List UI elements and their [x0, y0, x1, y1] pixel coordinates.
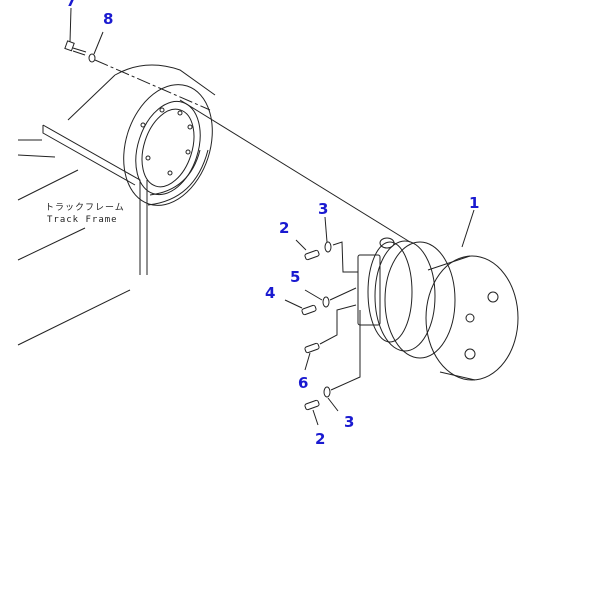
callout-7[interactable]: 7: [66, 0, 76, 10]
travel-motor-part-1: [357, 209, 519, 381]
plug-part-4: [284, 299, 317, 316]
bolt-part-7: [64, 7, 87, 56]
track-frame-label-en: Track Frame: [47, 215, 118, 225]
o-ring-part-5: [304, 287, 357, 308]
plug-part-2-upper: [295, 239, 320, 261]
washer-part-8: [88, 31, 104, 63]
callout-3-upper[interactable]: 3: [318, 200, 328, 218]
track-frame-label-jp: トラックフレーム: [45, 202, 125, 213]
callout-1[interactable]: 1: [469, 194, 479, 212]
plug-part-2-lower: [304, 399, 320, 426]
o-ring-part-3-lower: [323, 310, 361, 412]
plug-part-6: [304, 304, 357, 371]
o-ring-part-3-upper: [324, 216, 358, 273]
callout-5[interactable]: 5: [290, 268, 300, 286]
callout-3-lower[interactable]: 3: [344, 413, 354, 431]
callout-8[interactable]: 8: [103, 10, 113, 28]
callout-2-lower[interactable]: 2: [315, 430, 325, 448]
callout-6[interactable]: 6: [298, 374, 308, 392]
callout-4[interactable]: 4: [265, 284, 275, 302]
callout-2-upper[interactable]: 2: [279, 219, 289, 237]
track-frame: [17, 64, 216, 346]
